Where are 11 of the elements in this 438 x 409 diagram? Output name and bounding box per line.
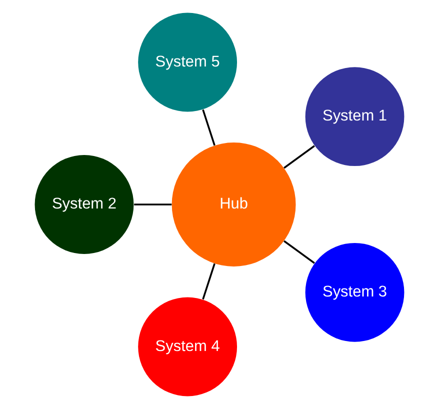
node-circle: System 3 [304, 242, 404, 342]
connector [202, 109, 215, 146]
node-circle: System 2 [34, 155, 134, 254]
node-circle: System 4 [138, 297, 237, 396]
connector [202, 263, 215, 300]
node-circle: System 1 [304, 67, 404, 166]
connector [283, 145, 314, 169]
connector [283, 240, 314, 264]
node-circle: System 5 [138, 12, 237, 112]
node-circle: Hub [171, 142, 296, 266]
connector [134, 204, 172, 206]
